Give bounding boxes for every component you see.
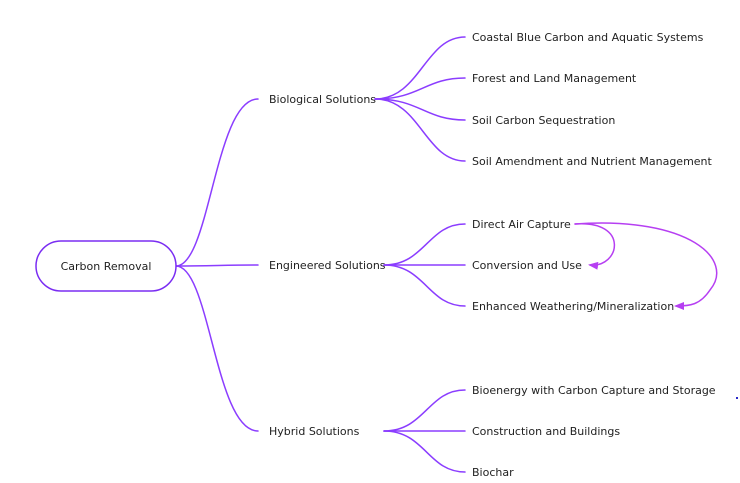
- relation-arrow-direct-air-capture-to-conversion-and-use: [574, 223, 616, 270]
- edge-biological-to-forest-land: [374, 77, 466, 100]
- leaf-conversion-and-use[interactable]: Conversion and Use: [472, 259, 582, 272]
- leaf-direct-air-capture[interactable]: Direct Air Capture: [472, 218, 571, 231]
- children-layer: Coastal Blue Carbon and Aquatic Systems …: [472, 31, 716, 479]
- leaf-forest-land-management[interactable]: Forest and Land Management: [472, 72, 637, 85]
- leaf-soil-carbon-sequestration[interactable]: Soil Carbon Sequestration: [472, 114, 615, 127]
- branch-biological-solutions[interactable]: Biological Solutions: [269, 93, 376, 106]
- branch-hybrid-solutions[interactable]: Hybrid Solutions: [269, 425, 360, 438]
- edge-biological-to-soil-carbon: [374, 98, 466, 121]
- branch-engineered-solutions[interactable]: Engineered Solutions: [269, 259, 386, 272]
- edges-layer: [175, 36, 466, 473]
- root-node-outline: [35, 240, 177, 292]
- leaf-biochar[interactable]: Biochar: [472, 466, 514, 479]
- leaf-construction-and-buildings[interactable]: Construction and Buildings: [472, 425, 620, 438]
- relations-layer: [574, 222, 718, 310]
- root-node-label: Carbon Removal: [61, 260, 152, 273]
- edge-biological-to-coastal-blue-carbon: [374, 36, 466, 100]
- relation-arrow-direct-air-capture-to-enhanced-weathering: [574, 222, 718, 310]
- leaf-enhanced-weathering-mineralization[interactable]: Enhanced Weathering/Mineralization: [472, 300, 674, 313]
- edge-hybrid-to-biochar: [383, 430, 466, 473]
- edge-root-to-biological-solutions: [175, 98, 259, 267]
- edge-root-to-hybrid-solutions: [175, 265, 259, 432]
- leaf-bioenergy-ccs[interactable]: Bioenergy with Carbon Capture and Storag…: [472, 384, 716, 397]
- edge-root-to-engineered-solutions: [175, 264, 259, 267]
- edge-hybrid-to-bioenergy-ccs: [383, 389, 466, 432]
- edge-engineered-to-direct-air-capture: [383, 223, 466, 266]
- leaf-soil-amendment-nutrient-management[interactable]: Soil Amendment and Nutrient Management: [472, 155, 713, 168]
- edge-engineered-to-enhanced-weathering: [383, 264, 466, 307]
- leaf-coastal-blue-carbon[interactable]: Coastal Blue Carbon and Aquatic Systems: [472, 31, 704, 44]
- branches-layer: Biological Solutions Engineered Solution…: [269, 93, 386, 438]
- stray-dot: [736, 397, 738, 399]
- edge-biological-to-soil-amendment: [374, 98, 466, 162]
- root-node[interactable]: Carbon Removal: [35, 240, 177, 292]
